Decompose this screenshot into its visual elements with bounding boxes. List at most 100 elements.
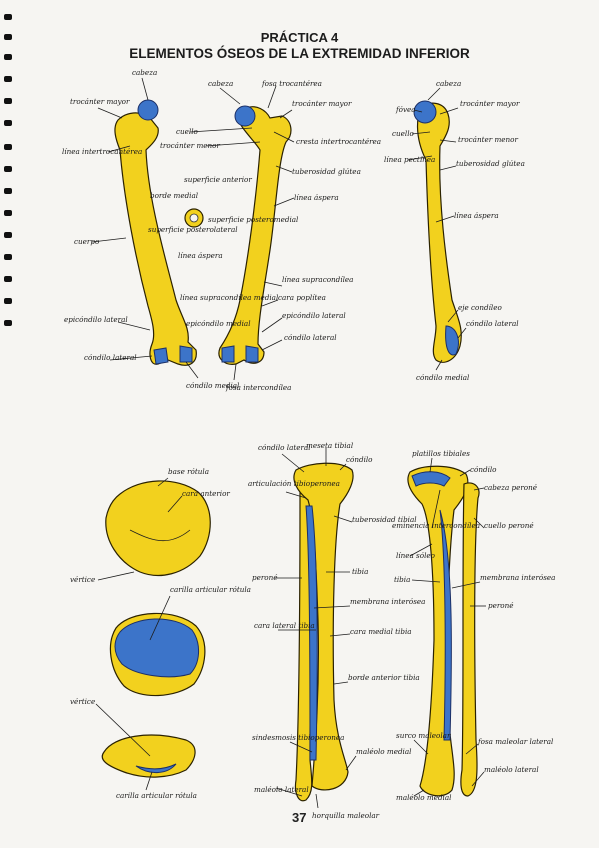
- label-supracondylar-line: línea supracondílea: [282, 275, 353, 284]
- label-lateral-face-tibia: cara lateral tibia: [254, 621, 315, 630]
- patella-posterior: [109, 612, 206, 697]
- label-fibular-head: cabeza peroné: [484, 483, 538, 492]
- femur-head-cartilage-posterior: [234, 105, 256, 127]
- patella-texture: [129, 529, 191, 542]
- label-fibular-neck: cuello peroné: [484, 521, 534, 530]
- femur-head-cartilage: [137, 99, 159, 121]
- label-lesser-trochanter-medial: trocánter menor: [458, 135, 518, 144]
- label-medial-malleolus-posterior: maléolo medial: [396, 793, 451, 802]
- label-patella-base: base rótula: [168, 467, 209, 476]
- label-lateral-condyle-medial: cóndilo lateral: [466, 319, 519, 328]
- tibia-fibula-anterior: [293, 462, 354, 802]
- label-tibia-posterior: tibia: [394, 575, 410, 584]
- label-medial-malleolus: maléolo medial: [356, 747, 411, 756]
- label-interosseous-membrane: membrana interósea: [350, 597, 425, 606]
- patella-articular-facet: [114, 618, 199, 678]
- femur-head-cartilage-medial: [413, 100, 437, 124]
- label-medial-condyle-medial: cóndilo medial: [416, 373, 469, 382]
- patella-anterior: [105, 480, 211, 577]
- interosseous-membrane-anterior: [305, 505, 318, 761]
- binding-hole: [4, 210, 12, 216]
- label-posterolateral-surface: superficie posterolateral: [148, 225, 238, 234]
- label-lateral-condyle-posterior: cóndilo lateral: [284, 333, 337, 342]
- label-fibula: peroné: [252, 573, 278, 582]
- label-soleal-line: línea sóleo: [396, 551, 436, 560]
- label-intertrochanteric-line: línea intertrocantérea: [62, 147, 142, 156]
- binding-hole: [4, 276, 12, 282]
- femur-anterior: [114, 99, 197, 366]
- label-condyle-tibia: cóndilo: [346, 455, 373, 464]
- label-greater-trochanter-medial: trocánter mayor: [460, 99, 520, 108]
- page-number: 37: [292, 810, 307, 825]
- label-lesser-trochanter: trocánter menor: [160, 141, 220, 150]
- binding-hole: [4, 54, 12, 60]
- binding-hole: [4, 34, 12, 40]
- label-linea-aspera: línea áspera: [294, 193, 339, 202]
- interosseous-membrane-posterior: [439, 509, 452, 741]
- label-anterior-face: cara anterior: [182, 489, 230, 498]
- label-medial-border: borde medial: [150, 191, 198, 200]
- page-title: ELEMENTOS ÓSEOS DE LA EXTREMIDAD INFERIO…: [129, 46, 470, 61]
- label-tibial-plateaus: platillos tibiales: [412, 449, 470, 458]
- femur-posterior: [218, 105, 292, 365]
- tibia-fibula-posterior: [407, 465, 480, 797]
- binding-hole: [4, 98, 12, 104]
- femur-posterior-bone: [218, 106, 292, 365]
- label-medial-face-tibia: cara medial tibia: [350, 627, 412, 636]
- patella-anterior-bone: [105, 480, 211, 577]
- label-lateral-condyle: cóndilo lateral: [84, 353, 137, 362]
- label-intercondylar-fossa: fosa intercondílea: [225, 383, 291, 392]
- binding-hole: [4, 188, 12, 194]
- label-tibial-plateau: meseta tibial: [306, 441, 353, 450]
- label-femur-head-medial: cabeza: [436, 79, 461, 88]
- label-intertrochanteric-crest: cresta intertrocantérea: [296, 137, 381, 146]
- label-body: cuerpo: [74, 237, 100, 246]
- femur-medial-view: [413, 100, 462, 363]
- label-lateral-epicondyle-posterior: epicóndilo lateral: [282, 311, 346, 320]
- label-fovea: fóvea: [395, 105, 416, 114]
- label-neck-medial: cuello: [392, 129, 415, 138]
- label-interosseous-membrane-posterior: membrana interósea: [480, 573, 555, 582]
- binding-hole: [4, 320, 12, 326]
- label-tibiofibular-joint: articulación tibioperonea: [248, 479, 340, 488]
- label-apex-2: vértice: [70, 697, 95, 706]
- label-trochanteric-fossa: fosa trocantérea: [261, 79, 322, 88]
- label-medial-supracondylar-line: línea supracondílea medial: [180, 293, 278, 302]
- binding-hole: [4, 76, 12, 82]
- label-articular-facet: carilla articular rótula: [170, 585, 251, 594]
- label-pectineal-line: línea pectínea: [384, 155, 435, 164]
- medial-condyle-cartilage: [179, 345, 193, 363]
- label-greater-trochanter-posterior: trocánter mayor: [292, 99, 352, 108]
- label-condyle-posterior: cóndilo: [470, 465, 497, 474]
- label-neck: cuello: [176, 127, 199, 136]
- medial-condyle-cartilage-view: [445, 325, 459, 356]
- label-popliteal-surface: cara poplítea: [278, 293, 326, 302]
- label-posteromedial-surface: superficie posteromedial: [208, 215, 298, 224]
- label-lateral-malleolar-fossa: fosa maleolar lateral: [477, 737, 553, 746]
- label-anterior-surface: superficie anterior: [184, 175, 252, 184]
- patella-superior-facet: [135, 763, 177, 773]
- femur-anterior-bone: [114, 112, 197, 366]
- binding-hole: [4, 254, 12, 260]
- femur-medial-bone: [416, 102, 462, 363]
- posterior-condyle-cartilage-left: [221, 345, 235, 363]
- label-tibial-tuberosity: tuberosidad tibial: [352, 515, 417, 524]
- practice-number: PRÁCTICA 4: [260, 30, 339, 45]
- label-malleolar-fork: horquilla maleolar: [312, 811, 380, 820]
- label-apex-1: vértice: [70, 575, 95, 584]
- label-gluteal-tuberosity: tuberosidad glútea: [292, 167, 361, 176]
- label-lateral-malleolus: maléolo lateral: [254, 785, 309, 794]
- binding-hole: [4, 298, 12, 304]
- binding-hole: [4, 232, 12, 238]
- label-femur-head: cabeza: [132, 68, 157, 77]
- label-condylar-axis: eje condíleo: [458, 303, 502, 312]
- binding-hole: [4, 14, 12, 20]
- tibial-plateau-cartilage: [411, 471, 451, 487]
- label-linea-aspera-medial: línea áspera: [454, 211, 499, 220]
- tibia-posterior-bone: [407, 465, 469, 797]
- label-fibula-posterior: peroné: [488, 601, 514, 610]
- label-tibia: tibia: [352, 567, 368, 576]
- label-medial-epicondyle: epicóndilo medial: [186, 319, 251, 328]
